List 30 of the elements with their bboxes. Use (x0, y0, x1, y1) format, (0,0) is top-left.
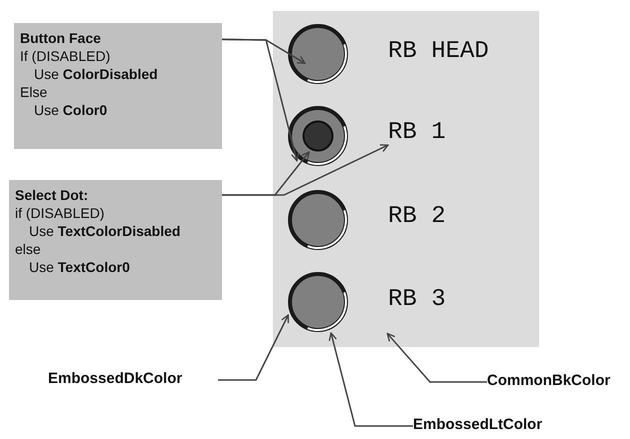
note-line: If (DISABLED) (20, 47, 112, 65)
note-box (9, 180, 222, 300)
color-name: CommonBkColor (487, 372, 617, 392)
leader-line (222, 38, 300, 162)
radio-button (287, 189, 349, 251)
note-line: Else (20, 83, 48, 101)
note-heading: Button Face (20, 29, 102, 47)
panel-background (273, 11, 539, 347)
radio-label: RB 3 (388, 286, 468, 316)
radio-label: RB HEAD (388, 38, 528, 68)
color-name: EmbossedLtColor (413, 416, 553, 436)
leader-line (328, 332, 413, 427)
color-name: EmbossedDkColor (48, 370, 218, 390)
note-box (14, 23, 222, 149)
note-line: Use TextColor0 (28, 258, 131, 276)
note-heading: Select Dot: (15, 186, 90, 204)
note-line: Use Color0 (33, 101, 108, 119)
note-line: Use ColorDisabled (33, 65, 159, 83)
radio-button (287, 271, 349, 333)
note-line: Use TextColorDisabled (28, 222, 182, 240)
radio-button (287, 23, 349, 85)
radio-label: RB 2 (388, 203, 468, 233)
note-line: if (DISABLED) (15, 204, 106, 222)
leader-line (218, 314, 289, 381)
radio-label: RB 1 (388, 119, 468, 149)
radio-button (287, 105, 349, 167)
note-line: else (15, 240, 42, 258)
leader-line (386, 332, 487, 383)
select-dot (302, 120, 334, 152)
leader-line (222, 144, 389, 196)
